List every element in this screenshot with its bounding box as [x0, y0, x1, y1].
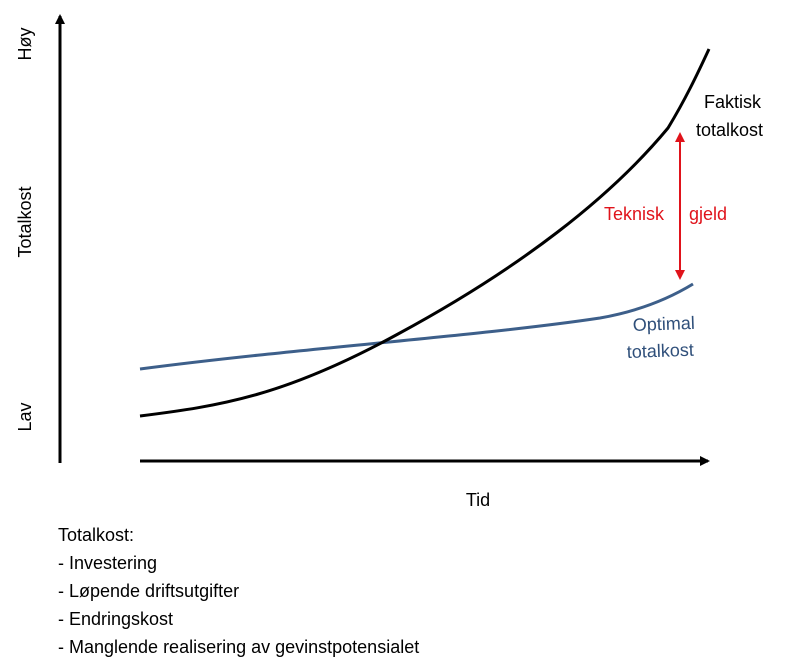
cost-components-title: Totalkost:	[58, 525, 135, 545]
y-axis-high-label: Høy	[15, 28, 35, 61]
technical-debt-label-part1: Teknisk	[604, 204, 665, 224]
cost-component-item: - Løpende driftsutgifter	[58, 581, 240, 601]
actual-cost-label-line1: Faktisk	[704, 92, 762, 112]
x-axis-title: Tid	[466, 490, 490, 510]
cost-component-item: - Endringskost	[58, 609, 174, 629]
cost-components-list: Totalkost: - Investering - Løpende drift…	[58, 521, 419, 661]
optimal-cost-label-line1: Optimal	[632, 313, 695, 335]
y-axis-title: Totalkost	[15, 186, 35, 257]
y-axis-low-label: Lav	[15, 402, 35, 431]
technical-debt-label-part2: gjeld	[689, 204, 727, 224]
optimal-cost-label-line2: totalkost	[626, 340, 694, 362]
cost-component-item: - Manglende realisering av gevinstpotens…	[58, 637, 420, 657]
actual-cost-label-line2: totalkost	[696, 120, 763, 140]
optimal-cost-curve	[139, 282, 694, 371]
actual-cost-curve	[139, 48, 711, 418]
cost-component-item: - Investering	[58, 553, 158, 573]
